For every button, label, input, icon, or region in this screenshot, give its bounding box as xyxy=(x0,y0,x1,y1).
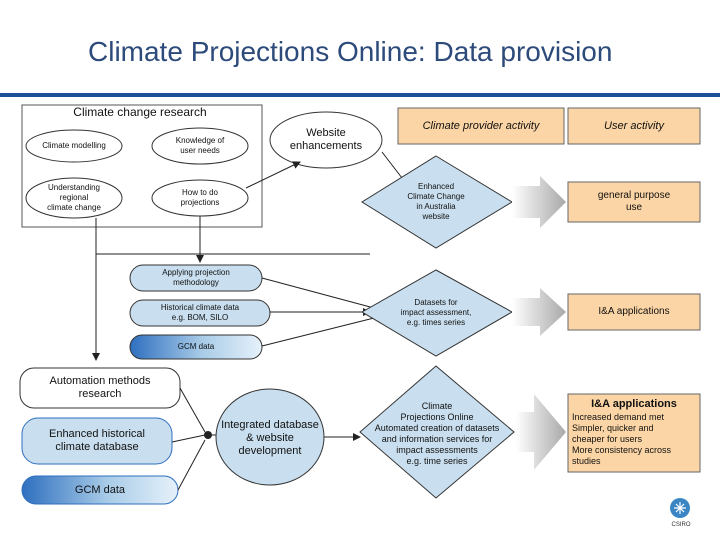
website-enhancements-label: Website enhancements xyxy=(289,127,363,152)
understanding-node xyxy=(25,177,123,219)
enhanced-website-label: Enhanced Climate Change in Australia web… xyxy=(407,182,465,221)
csiro-logo-lines xyxy=(674,502,686,514)
csiro-logo-text: CSIRO xyxy=(671,522,691,528)
datasets-label: Datasets for impact assessment, e.g. tim… xyxy=(400,298,472,327)
historical-data-label: Historical climate data e.g. BOM, SILO xyxy=(160,303,240,322)
gcm-data-bottom-label: GCM data xyxy=(74,483,126,496)
integrated-database-label: Integrated database & website developmen… xyxy=(221,418,319,457)
user-general-label: general purpose use xyxy=(597,190,671,213)
user-ia-detail-box xyxy=(567,393,701,473)
automation-research-label: Automation methods research xyxy=(49,375,151,400)
user-ia-label: I&A applications xyxy=(598,306,670,317)
line-web-to-diamond1 xyxy=(381,151,403,179)
connector-left-vertical xyxy=(95,218,370,255)
line-gcm-to-datasets xyxy=(261,317,375,347)
line-historical-to-dot xyxy=(171,434,206,443)
user-header-box xyxy=(567,107,701,145)
user-ia-box xyxy=(567,293,701,331)
climate-modelling-label: Climate modelling xyxy=(42,141,106,150)
provider-header-label: Climate provider activity xyxy=(422,119,540,132)
research-frame xyxy=(21,104,263,228)
provider-header-box xyxy=(397,107,565,145)
user-ia-detail-title: I&A applications xyxy=(591,397,677,410)
climate-modelling-node xyxy=(25,129,123,163)
junction-dot xyxy=(204,431,212,439)
line-applying-to-datasets xyxy=(261,277,375,309)
understanding-label: Understanding regional climate change xyxy=(47,183,101,212)
line-gcm-bottom-to-dot xyxy=(177,439,206,491)
gcm-data-mid-label: GCM data xyxy=(177,342,215,351)
user-general-box xyxy=(567,181,701,223)
enhanced-historical-box xyxy=(21,417,173,465)
enhanced-historical-label: Enhanced historical climate database xyxy=(48,428,145,453)
knowledge-label: Knowledge of user needs xyxy=(175,136,225,155)
grey-arrow-3 xyxy=(516,394,566,470)
arrow-howto-to-website xyxy=(245,161,301,189)
how-to-label: How to do projections xyxy=(180,188,220,207)
gcm-data-mid-pill xyxy=(129,334,263,360)
grey-arrow-1 xyxy=(512,176,566,228)
title-rule xyxy=(0,93,720,97)
applying-methodology-label: Applying projection methodology xyxy=(162,268,230,287)
grey-arrow-2 xyxy=(512,288,566,336)
enhanced-website-diamond xyxy=(361,155,513,249)
line-automation-to-dot xyxy=(179,387,206,433)
datasets-diamond xyxy=(361,269,514,357)
cpo-diamond xyxy=(359,365,515,499)
slide-title: Climate Projections Online: Data provisi… xyxy=(88,36,613,67)
knowledge-node xyxy=(151,127,249,165)
research-heading: Climate change research xyxy=(73,105,207,119)
website-enhancements-node xyxy=(269,111,383,169)
historical-data-pill xyxy=(129,299,271,327)
user-header-label: User activity xyxy=(604,119,664,132)
cpo-label: Climate Projections Online Automated cre… xyxy=(374,401,500,466)
user-ia-detail-text: Increased demand met Simpler, quicker an… xyxy=(572,412,672,466)
